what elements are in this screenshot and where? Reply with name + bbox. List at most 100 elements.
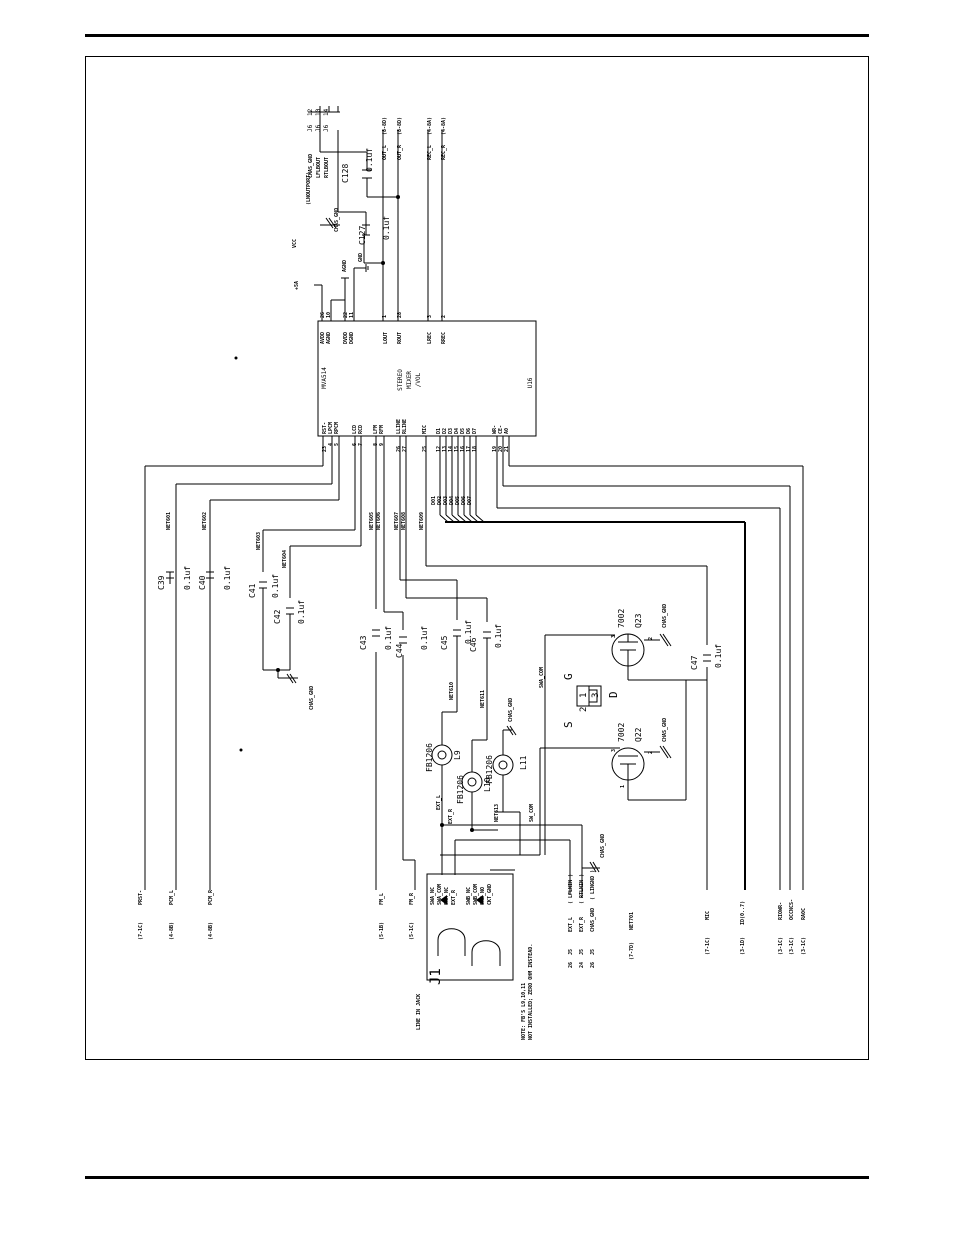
svg-text:J6: J6 — [315, 124, 322, 132]
svg-text:1: 1 — [620, 785, 626, 788]
svg-text:D2: D2 — [442, 428, 448, 434]
svg-text:PRST-: PRST- — [138, 890, 144, 905]
ic-ref: U16 — [527, 377, 534, 388]
svg-text:C45: C45 — [440, 635, 449, 650]
svg-text:NOT INSTALLED; ZERO OHM INSTEA: NOT INSTALLED; ZERO OHM INSTEAD. — [528, 944, 534, 1040]
signal-labels: PRST- (7-1C) PCM_L (4-8B) PCM_R (4-8B) F… — [138, 889, 807, 960]
svg-text:MIC: MIC — [422, 425, 428, 434]
svg-text:(7-1C): (7-1C) — [705, 937, 711, 955]
dot-marker-1 — [234, 356, 238, 360]
svg-text:18: 18 — [472, 446, 478, 452]
svg-text:SWA_NC: SWA_NC — [430, 887, 436, 905]
switch-wiring: EXT_L EXT_R SW_COM SWA_COM — [436, 634, 620, 898]
svg-text:NET601: NET601 — [166, 512, 172, 530]
chas-gnd-top: CHAS_GND (LNOUTPORT) — [306, 172, 340, 232]
svg-text:(5-1C): (5-1C) — [409, 922, 415, 940]
svg-text:C42: C42 — [273, 609, 282, 624]
svg-text:13: 13 — [442, 446, 448, 452]
svg-text:0.1uf: 0.1uf — [382, 216, 391, 240]
svg-text:C43: C43 — [359, 635, 368, 650]
svg-text:0.1uf: 0.1uf — [464, 620, 473, 644]
svg-text:CHAS_GND: CHAS_GND — [662, 718, 668, 742]
svg-text:PCM_R: PCM_R — [208, 889, 214, 905]
svg-text:NET602: NET602 — [202, 512, 208, 530]
svg-text:EXT_R: EXT_R — [448, 808, 454, 824]
svg-text:D07: D07 — [467, 496, 473, 505]
ferrite-l9: FB1206 L9 — [425, 743, 462, 825]
svg-text:FM_L: FM_L — [379, 893, 385, 905]
svg-text:Q22: Q22 — [634, 727, 643, 742]
svg-text:3: 3 — [611, 635, 617, 638]
note: NOTE: FB'S L9,10,11 NOT INSTALLED; ZERO … — [521, 944, 534, 1040]
svg-text:CKT_GND: CKT_GND — [487, 884, 493, 905]
chas-gnd-jack: CHAS_GND — [582, 834, 606, 873]
c127-cap: C127 0.1uf — [337, 130, 391, 265]
svg-text:0.1uf: 0.1uf — [183, 566, 192, 590]
svg-text:D1: D1 — [436, 428, 442, 434]
pin-lout: LOUT — [383, 332, 389, 344]
svg-text:FB1206: FB1206 — [425, 743, 434, 772]
svg-text:RTLBOUT: RTLBOUT — [324, 157, 330, 178]
svg-text:2: 2 — [441, 315, 447, 318]
svg-text:G: G — [562, 673, 575, 680]
svg-text:NET606: NET606 — [376, 512, 382, 530]
sot-pinout: G S D 1 2 3 — [562, 673, 620, 728]
svg-text:C44: C44 — [395, 643, 404, 658]
svg-text:NET608: NET608 — [401, 512, 407, 530]
svg-text:(5-1B): (5-1B) — [379, 922, 385, 940]
schematic-frame — [85, 56, 869, 1060]
ic-function-1: STEREO — [397, 369, 404, 391]
svg-text:L11: L11 — [519, 755, 528, 770]
svg-text:NET607: NET607 — [394, 512, 400, 530]
ic-function-2: MIXER — [406, 371, 413, 389]
svg-text:9: 9 — [379, 443, 385, 446]
cap-c42: CHAS_GND C42 0.1uf — [263, 600, 315, 710]
supply-section: +5A VCC AGND GND — [292, 239, 369, 301]
svg-text:OUT_R: OUT_R — [397, 144, 403, 160]
svg-text:0.1uf: 0.1uf — [494, 624, 503, 648]
svg-text:14: 14 — [448, 446, 454, 452]
svg-text:D03: D03 — [443, 496, 449, 505]
svg-text:D: D — [607, 691, 620, 698]
control-wires — [496, 436, 804, 890]
svg-text:14: 14 — [323, 108, 330, 116]
cap-c43: C43 0.1uf — [359, 626, 393, 650]
svg-text:RA0C: RA0C — [801, 908, 807, 920]
svg-text:12: 12 — [436, 446, 442, 452]
svg-text:SWB_COM: SWB_COM — [473, 884, 479, 905]
svg-text:CHAS_GND: CHAS_GND — [334, 208, 340, 232]
svg-text:C127: C127 — [358, 226, 367, 245]
ic-function-3: /VOL — [415, 372, 422, 387]
svg-text:RIOWR-: RIOWR- — [778, 902, 784, 920]
svg-text:(3-1C): (3-1C) — [789, 937, 795, 955]
svg-text:RPCM: RPCM — [334, 422, 340, 434]
svg-text:REC_R: REC_R — [441, 144, 447, 160]
pin-agnd: AGND — [326, 332, 332, 344]
svg-text:(8-8D): (8-8D) — [382, 117, 388, 135]
svg-text:1: 1 — [579, 693, 589, 698]
gnd-label: GND — [358, 253, 364, 262]
svg-text:2: 2 — [648, 637, 654, 640]
svg-text:2: 2 — [579, 707, 589, 712]
data-bus: D01 D02 D03 D04 D05 D06 D07 — [431, 436, 746, 890]
transistor-q22: CHAS_GND 7002 Q22 3 2 1 — [611, 680, 687, 801]
svg-text:(4-8A): (4-8A) — [441, 117, 447, 135]
svg-text:LLINE: LLINE — [396, 419, 402, 434]
ic-part: MVA514 — [321, 367, 328, 389]
svg-text:23: 23 — [322, 446, 328, 452]
svg-text:C40: C40 — [198, 575, 207, 590]
svg-text:J6: J6 — [323, 124, 330, 132]
svg-text:NET605: NET605 — [369, 512, 375, 530]
svg-text:D5: D5 — [460, 428, 466, 434]
svg-text:16: 16 — [460, 446, 466, 452]
svg-text:10: 10 — [326, 312, 332, 318]
cap-c44: C44 0.1uf — [395, 626, 429, 658]
cap-c40: C40 0.1uf — [198, 566, 232, 590]
svg-text:3: 3 — [611, 749, 617, 752]
svg-text:NET611: NET611 — [480, 690, 486, 708]
svg-text:EXT_R: EXT_R — [451, 889, 457, 905]
ferrite-l11: CHAS_GND FB1206 L11 — [485, 698, 528, 812]
svg-text:CHAS_GND: CHAS_GND — [309, 686, 315, 710]
svg-text:FB1206: FB1206 — [485, 755, 494, 784]
vcc-label: VCC — [292, 239, 298, 248]
